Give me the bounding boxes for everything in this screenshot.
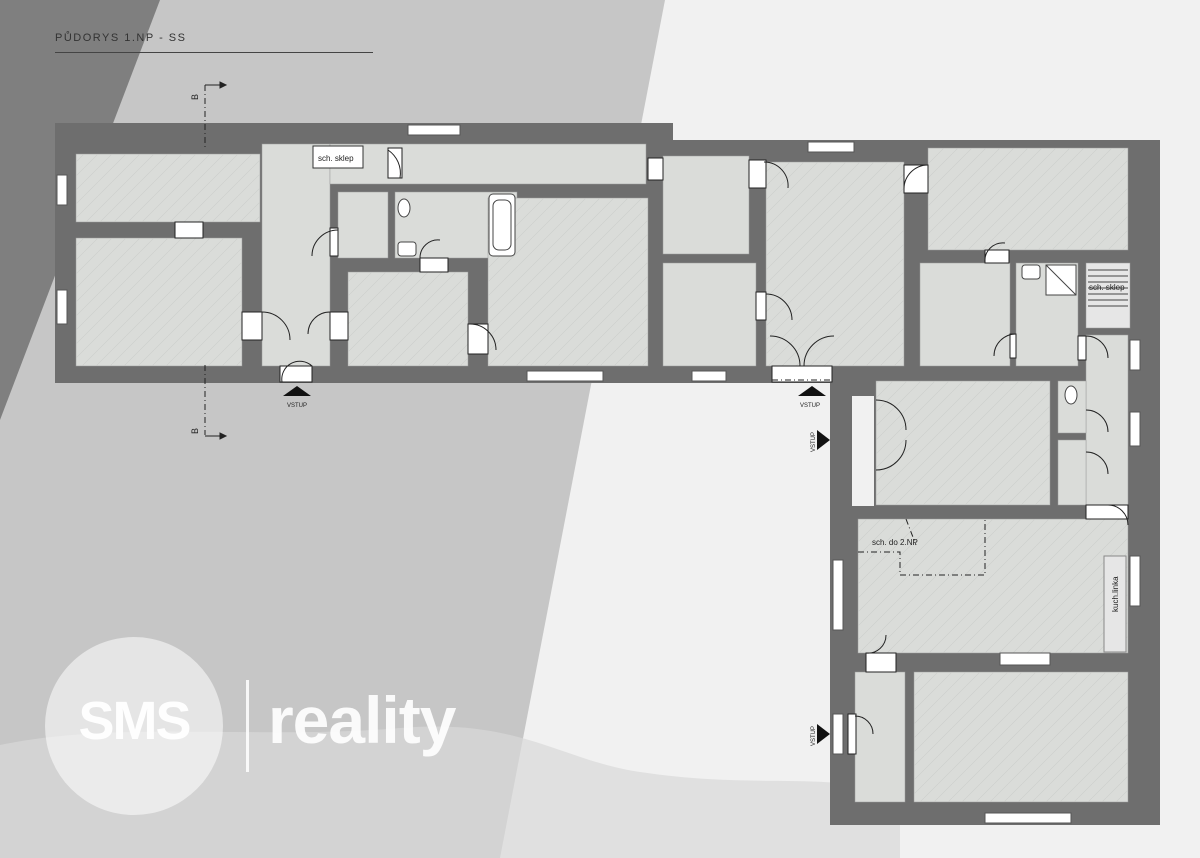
floor-texture	[76, 148, 1128, 802]
stair-treads	[1088, 269, 1128, 307]
hall-right	[1085, 334, 1129, 506]
shower-tray	[1045, 264, 1077, 296]
label-sch-do-2np: sch. do 2.NP	[872, 538, 918, 547]
doors	[174, 147, 1129, 755]
logo-wordmark: reality	[268, 683, 456, 757]
room-e	[662, 155, 750, 255]
corridor-top	[329, 143, 647, 185]
door-swings	[261, 149, 1129, 735]
wc-room	[337, 191, 389, 259]
label-sch-sklep-left: sch. sklep	[318, 154, 354, 163]
entrance-arrows	[283, 386, 830, 744]
label-sch-sklep-right: sch. sklep	[1089, 283, 1125, 292]
toilets	[397, 198, 1078, 405]
label-section-bottom: B	[190, 428, 200, 434]
bathtub	[488, 193, 516, 257]
label-section-top: B	[190, 94, 200, 100]
logo-circle	[45, 637, 223, 815]
room-f	[662, 262, 757, 367]
stair-label-box	[312, 145, 364, 169]
label-vstup-3: VSTUP	[811, 432, 817, 452]
small-right	[1057, 439, 1087, 506]
windows	[56, 124, 1141, 824]
vestibule	[852, 396, 874, 506]
bottom-watercolor	[0, 726, 900, 858]
section-arrows	[205, 81, 228, 440]
kitchen-counter	[1103, 555, 1127, 653]
label-kuch-linka: kuch.linka	[1111, 576, 1120, 612]
label-vstup-1: VSTUP	[287, 403, 307, 409]
room-i	[919, 262, 1011, 367]
label-vstup-2: VSTUP	[800, 403, 820, 409]
dashed-lines	[204, 85, 986, 576]
stair-basement-right	[1085, 262, 1131, 329]
plan-title: PŮDORYS 1.NP - SS	[55, 32, 187, 44]
hall-left	[261, 143, 331, 367]
title-underline	[55, 52, 373, 53]
room-k	[854, 671, 906, 803]
logo-divider	[246, 680, 249, 772]
logo-brand: SMS	[78, 691, 191, 751]
label-vstup-4: VSTUP	[811, 726, 817, 746]
sinks	[397, 241, 1041, 280]
